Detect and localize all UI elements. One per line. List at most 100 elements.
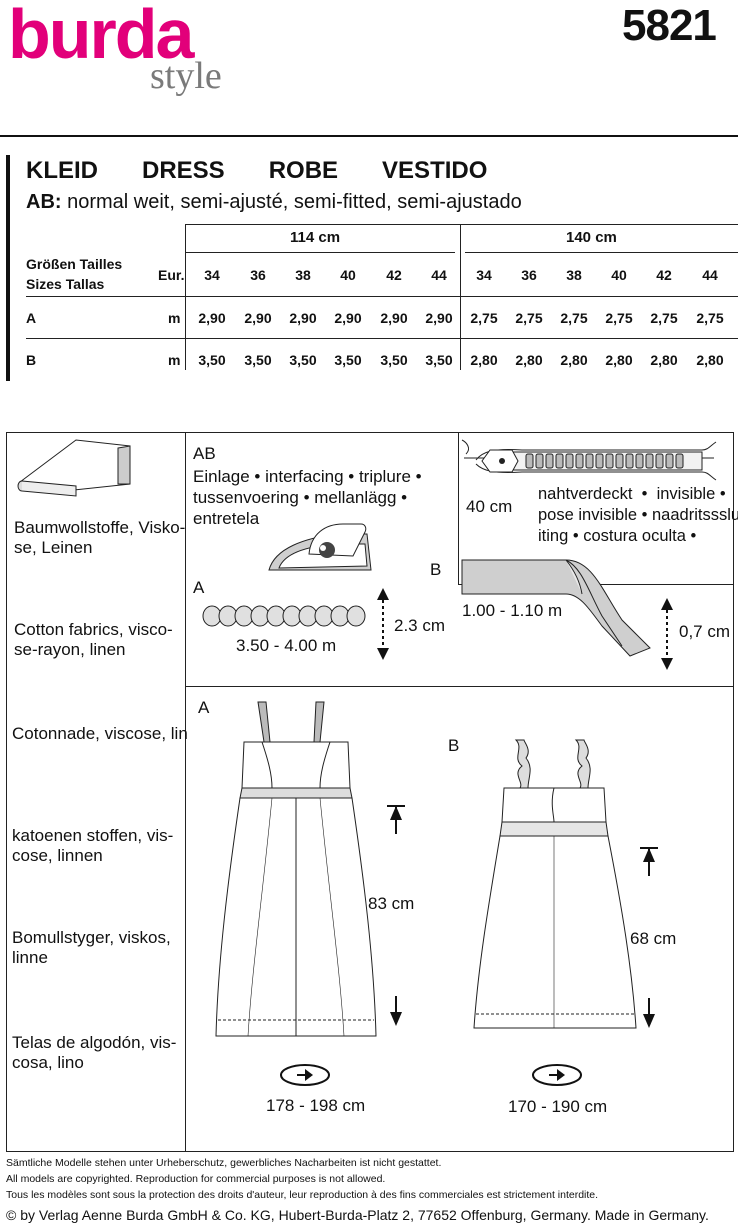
ribbon-b-length: 1.00 - 1.10 m — [462, 601, 563, 620]
subtitle-text: normal weit, semi-ajusté, semi-fitted, s… — [61, 191, 522, 213]
row-unit-b: m — [168, 352, 181, 368]
yardage-cell: 2,75 — [515, 310, 543, 326]
yardage-cell: 2,90 — [425, 310, 453, 326]
fabric-roll-icon — [17, 439, 131, 497]
footer-en: All models are copyrighted. Reproduction… — [6, 1173, 386, 1185]
ribbon-b-width: 0,7 cm — [679, 622, 731, 641]
yardage-cell: 3,50 — [334, 352, 362, 368]
yardage-cell: 2,90 — [334, 310, 362, 326]
hem-width-a-icon — [280, 1064, 330, 1086]
yardage-cell: 3,50 — [198, 352, 226, 368]
width-arrow-icon — [661, 598, 673, 670]
view-b-hem: 170 - 190 cm — [508, 1097, 608, 1116]
size-cell: 36 — [250, 267, 266, 283]
fabric-fr: Cotonnade, viscose, lin — [12, 724, 188, 743]
table-rule — [465, 252, 738, 253]
size-cell: 36 — [521, 267, 537, 283]
copyright: © by Verlag Aenne Burda GmbH & Co. KG, H… — [6, 1207, 709, 1223]
burda-style-logo-sub: style — [150, 55, 222, 97]
zip-text: nahtverdeckt • invisible • pose invisibl… — [538, 485, 738, 545]
width-114: 114 cm — [290, 229, 341, 246]
ribbon-b-view: B — [430, 560, 442, 579]
page-title: KLEID DRESS ROBE VESTIDO — [26, 157, 488, 184]
table-rule — [185, 252, 455, 253]
dress-a-illustration — [215, 701, 377, 1037]
yardage-cell: 2,80 — [605, 352, 633, 368]
length-arrow-b-icon — [640, 847, 658, 1028]
size-cell: 34 — [204, 267, 220, 283]
yardage-cell: 3,50 — [425, 352, 453, 368]
yardage-cell: 3,50 — [244, 352, 272, 368]
yardage-cell: 2,75 — [470, 310, 498, 326]
size-cell: 44 — [431, 267, 447, 283]
zip-length: 40 cm — [466, 497, 513, 516]
view-a-hem: 178 - 198 cm — [266, 1096, 366, 1115]
yardage-cell: 2,80 — [515, 352, 543, 368]
scalloped-trim-icon — [202, 605, 366, 627]
footer-de: Sämtliche Modelle stehen unter Urhebersc… — [6, 1157, 442, 1169]
yardage-cell: 2,90 — [380, 310, 408, 326]
trim-a-width: 2.3 cm — [394, 616, 446, 635]
fabric-sv: Bomullstyger, viskos, linne — [12, 928, 171, 967]
frame-divider — [185, 432, 186, 1152]
yardage-cell: 2,80 — [560, 352, 588, 368]
height-arrow-icon — [377, 588, 389, 660]
row-unit-a: m — [168, 310, 181, 326]
yardage-cell: 2,90 — [244, 310, 272, 326]
row-label-b: B — [26, 352, 37, 368]
yardage-cell: 2,75 — [650, 310, 678, 326]
pattern-number: 5821 — [622, 1, 717, 50]
section-bar — [6, 155, 10, 381]
page-subtitle: AB: normal weit, semi-ajusté, semi-fitte… — [26, 190, 522, 214]
size-cell: 40 — [611, 267, 627, 283]
yardage-cell: 2,80 — [470, 352, 498, 368]
footer-fr: Tous les modèles sont sous la protection… — [6, 1189, 599, 1201]
header-divider — [0, 135, 738, 137]
size-label-de-fr: Größen Tailles — [26, 256, 123, 272]
table-rule — [26, 296, 738, 297]
iron-icon — [268, 523, 372, 571]
interfacing-views: AB — [193, 444, 216, 463]
size-cell: 42 — [656, 267, 672, 283]
frame-divider — [185, 686, 734, 687]
view-b-length: 68 cm — [630, 929, 677, 948]
view-a-label: A — [198, 698, 210, 717]
yardage-cell: 2,75 — [696, 310, 724, 326]
yardage-cell: 2,80 — [696, 352, 724, 368]
fabric-en: Cotton fabrics, visco- se-rayon, linen — [14, 620, 173, 659]
size-cell: 40 — [340, 267, 356, 283]
view-b-label: B — [448, 736, 460, 755]
table-rule — [185, 224, 738, 225]
yardage-cell: 2,80 — [650, 352, 678, 368]
ribbon-icon — [461, 559, 651, 657]
size-cell: 38 — [566, 267, 582, 283]
row-label-a: A — [26, 310, 37, 326]
dress-b-illustration — [473, 739, 637, 1029]
fabric-es: Telas de algodón, vis- cosa, lino — [12, 1033, 177, 1072]
fabric-nl: katoenen stoffen, vis- cose, linnen — [12, 826, 174, 865]
yardage-cell: 3,50 — [289, 352, 317, 368]
invisible-zip-icon — [461, 439, 717, 481]
frame-divider — [458, 432, 459, 584]
hem-width-b-icon — [532, 1064, 582, 1086]
yardage-cell: 3,50 — [380, 352, 408, 368]
table-rule — [26, 338, 738, 339]
yardage-cell: 2,75 — [560, 310, 588, 326]
size-cell: 34 — [476, 267, 492, 283]
length-arrow-a-icon — [387, 805, 405, 1026]
subtitle-views: AB: — [26, 191, 62, 213]
burda-logo: burda — [8, 0, 194, 73]
size-cell: 44 — [702, 267, 718, 283]
size-label-en-es: Sizes Tallas — [26, 276, 105, 292]
eur-label: Eur. — [158, 267, 185, 283]
table-rule — [185, 224, 186, 370]
trim-a-length: 3.50 - 4.00 m — [236, 636, 337, 655]
yardage-cell: 2,90 — [198, 310, 226, 326]
size-cell: 42 — [386, 267, 402, 283]
interfacing-text: Einlage • interfacing • triplure • tusse… — [193, 467, 422, 528]
width-140: 140 cm — [566, 229, 617, 246]
size-cell: 38 — [295, 267, 311, 283]
table-rule — [460, 224, 461, 370]
view-a-length: 83 cm — [368, 894, 415, 913]
yardage-cell: 2,90 — [289, 310, 317, 326]
